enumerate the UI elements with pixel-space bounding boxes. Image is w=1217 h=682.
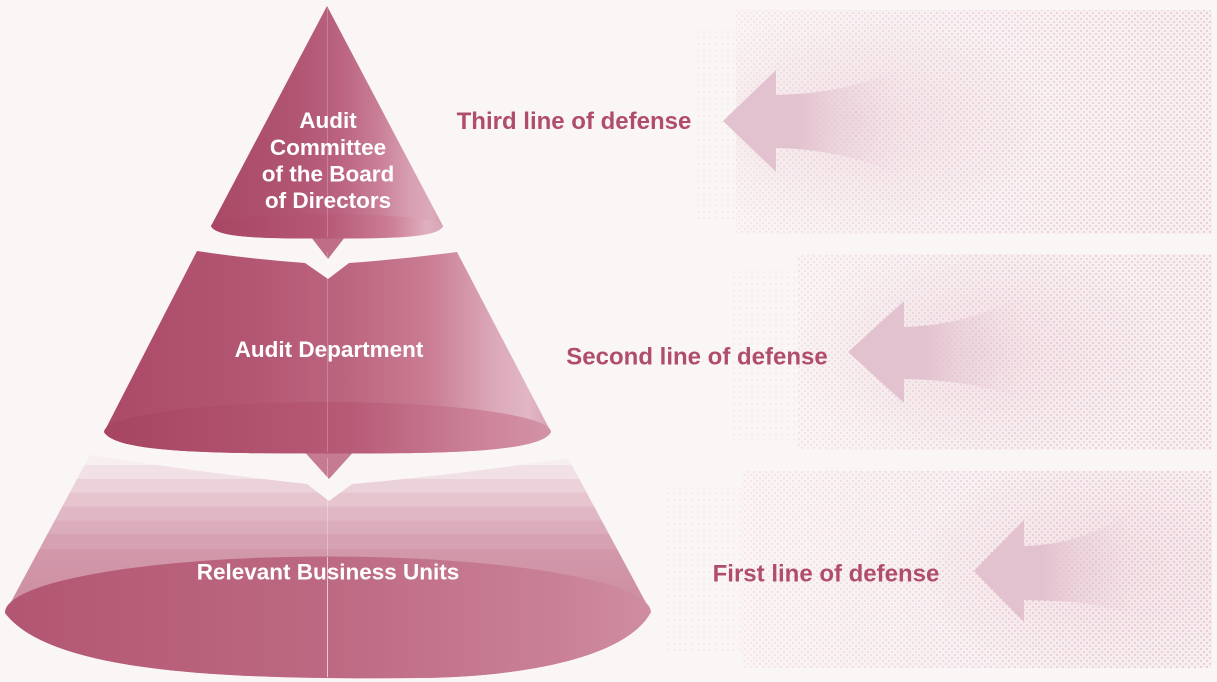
svg-text:Third line of defense: Third line of defense: [457, 108, 692, 135]
svg-text:Relevant Business Units: Relevant Business Units: [197, 560, 460, 585]
svg-text:of the Board: of the Board: [262, 162, 395, 187]
svg-text:First line of defense: First line of defense: [713, 561, 940, 588]
svg-text:of Directors: of Directors: [265, 188, 391, 213]
svg-text:Audit: Audit: [299, 108, 357, 133]
svg-text:Second line of defense: Second line of defense: [566, 344, 827, 371]
svg-text:Committee: Committee: [270, 135, 386, 160]
svg-text:Audit Department: Audit Department: [235, 337, 424, 362]
